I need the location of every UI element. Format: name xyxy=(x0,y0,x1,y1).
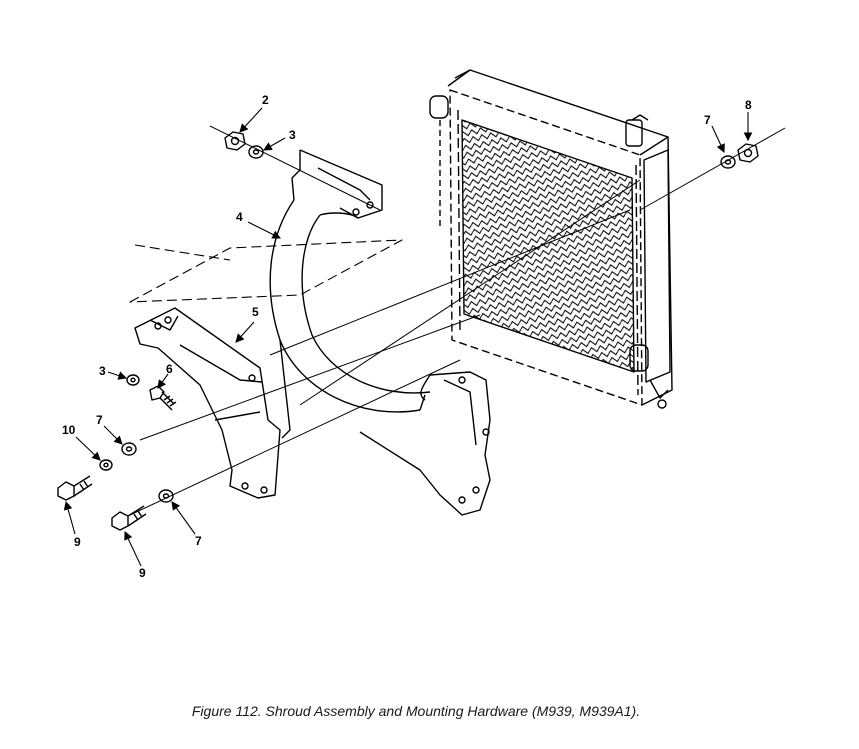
callout-3-left: 3 xyxy=(99,364,106,378)
right-washer-7 xyxy=(720,155,736,169)
callout-2: 2 xyxy=(262,93,269,107)
top-nut xyxy=(224,131,246,151)
exploded-view-diagram: 2 3 4 5 3 6 7 10 9 7 9 7 8 xyxy=(57,69,786,580)
left-washer-7 xyxy=(121,442,137,456)
radiator xyxy=(429,69,673,409)
callout-9-bottom: 9 xyxy=(139,566,146,580)
figure-caption: Figure 112. Shroud Assembly and Mounting… xyxy=(191,703,641,719)
callout-3-top: 3 xyxy=(289,128,296,142)
assembly-axis-lines xyxy=(129,125,786,516)
shroud-assembly xyxy=(269,149,491,516)
callout-leaders xyxy=(63,107,753,567)
callout-5: 5 xyxy=(252,305,259,319)
capscrew-6 xyxy=(149,385,177,411)
capscrew-9-lower xyxy=(111,505,147,531)
callout-6: 6 xyxy=(166,362,173,376)
callout-7-right: 7 xyxy=(704,113,711,127)
lower-bracket xyxy=(134,307,281,499)
capscrew-9-upper xyxy=(57,475,93,501)
lower-washer-7 xyxy=(158,489,174,503)
callout-7-left: 7 xyxy=(96,413,103,427)
callout-4: 4 xyxy=(236,210,243,224)
right-nut-8 xyxy=(737,143,759,163)
top-washer xyxy=(248,145,264,159)
callout-8: 8 xyxy=(745,98,752,112)
left-washer-3 xyxy=(126,374,140,386)
radiator-core-mesh xyxy=(461,119,635,373)
callout-9-left: 9 xyxy=(74,535,81,549)
callout-labels: 2 3 4 5 3 6 7 10 9 7 9 7 8 xyxy=(62,93,752,580)
lockwasher-10 xyxy=(99,459,113,471)
callout-10: 10 xyxy=(62,423,76,437)
callout-7-bottom: 7 xyxy=(195,534,202,548)
reference-lines xyxy=(129,239,403,303)
